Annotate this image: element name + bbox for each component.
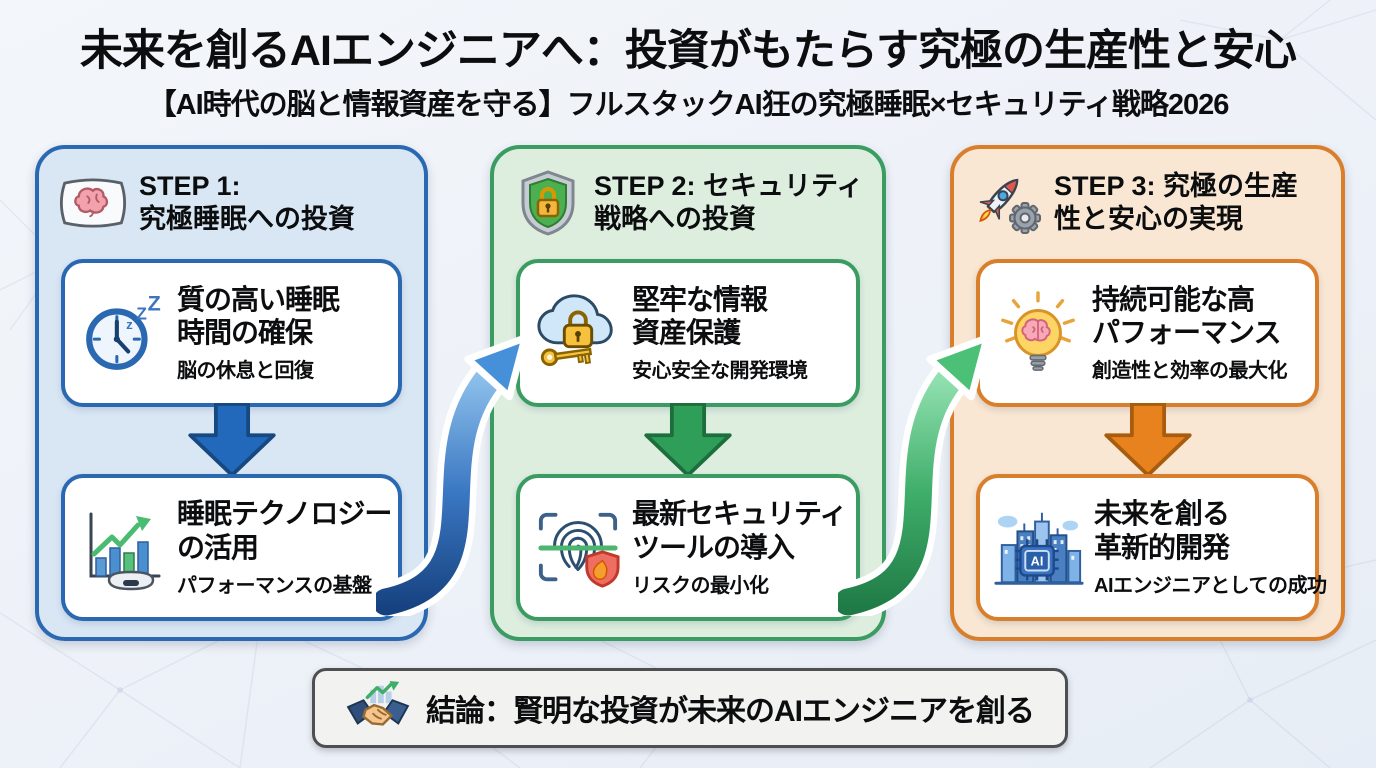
svg-text:z: z (126, 317, 133, 332)
svg-text:AI: AI (1031, 553, 1044, 568)
step1-card-sleep-tech: 睡眠テクノロジー の活用 パフォーマンスの基盤 (61, 474, 402, 621)
sleep-tech-chart-icon (89, 512, 161, 590)
fingerprint-shield-icon (538, 512, 620, 588)
brain-pillow-icon (59, 178, 127, 228)
step2-card-security-tools: 最新セキュリティ ツールの導入 リスクの最小化 (516, 474, 860, 621)
card-subtitle: リスクの最小化 (632, 574, 769, 597)
card-title: 未来を創る 革新的開発 (1094, 498, 1230, 563)
card-subtitle: 安心安全な開発環境 (632, 360, 808, 383)
step1-header: STEP 1: 究極睡眠への投資 (59, 169, 416, 237)
step1-down-arrow-icon (187, 403, 276, 477)
card-title: 持続可能な高 パフォーマンス (1092, 283, 1281, 348)
conclusion-text: 結論：賢明な投資が未来のAIエンジニアを創る (426, 695, 1035, 728)
page-subtitle: 【AI時代の脳と情報資産を守る】フルスタックAI狂の究極睡眠×セキュリティ戦略2… (147, 89, 1230, 121)
step3-card-performance: 持続可能な高 パフォーマンス 創造性と効率の最大化 (976, 259, 1319, 407)
step2-header: STEP 2: セキュリティ 戦略への投資 (514, 169, 874, 237)
step2-panel: STEP 2: セキュリティ 戦略への投資 (490, 145, 886, 641)
step3-down-arrow-icon (1103, 403, 1192, 477)
shield-lock-icon (521, 170, 575, 236)
step1-card-quality-sleep: z Z Z 質の高い睡眠 時間の確保 脳の休息と回復 (61, 259, 402, 407)
card-title: 質の高い睡眠 時間の確保 (177, 283, 340, 348)
step3-card-innovative-dev: AI 未来を創る 革新的開発 AIエンジニアとしての成功 (976, 474, 1327, 621)
card-title: 睡眠テクノロジー の活用 (177, 498, 392, 563)
conclusion-banner: 結論：賢明な投資が未来のAIエンジニアを創る (312, 668, 1068, 748)
step3-title: STEP 3: 究極の生産 性と安心の実現 (1054, 171, 1299, 234)
card-subtitle: 脳の休息と回復 (177, 360, 314, 383)
step2-title: STEP 2: セキュリティ 戦略への投資 (594, 171, 864, 234)
card-subtitle: 創造性と効率の最大化 (1092, 360, 1288, 383)
card-subtitle: パフォーマンスの基盤 (177, 574, 372, 597)
rocket-gear-icon (979, 178, 1041, 234)
city-ai-chip-icon: AI (994, 512, 1084, 585)
bulb-brain-icon (1001, 291, 1075, 371)
cloud-lock-key-icon (537, 294, 613, 367)
page-title: 未来を創るAIエンジニアへ：投資がもたらす究極の生産性と安心 (79, 27, 1297, 75)
step2-down-arrow-icon (644, 403, 732, 477)
card-subtitle: AIエンジニアとしての成功 (1094, 574, 1327, 597)
step3-header: STEP 3: 究極の生産 性と安心の実現 (974, 169, 1333, 237)
clock-zzz-icon: z Z Z (86, 291, 161, 370)
svg-text:Z: Z (148, 291, 161, 315)
handshake-growth-icon (346, 680, 410, 726)
step1-title: STEP 1: 究極睡眠への投資 (139, 171, 355, 234)
step1-panel: STEP 1: 究極睡眠への投資 z Z Z 質の高い睡眠 時間 (35, 145, 428, 641)
card-title: 堅牢な情報 資産保護 (632, 283, 768, 348)
step3-panel: STEP 3: 究極の生産 性と安心の実現 (950, 145, 1345, 641)
card-title: 最新セキュリティ ツールの導入 (632, 498, 847, 563)
step2-card-asset-protection: 堅牢な情報 資産保護 安心安全な開発環境 (516, 259, 860, 407)
svg-text:Z: Z (136, 304, 147, 324)
